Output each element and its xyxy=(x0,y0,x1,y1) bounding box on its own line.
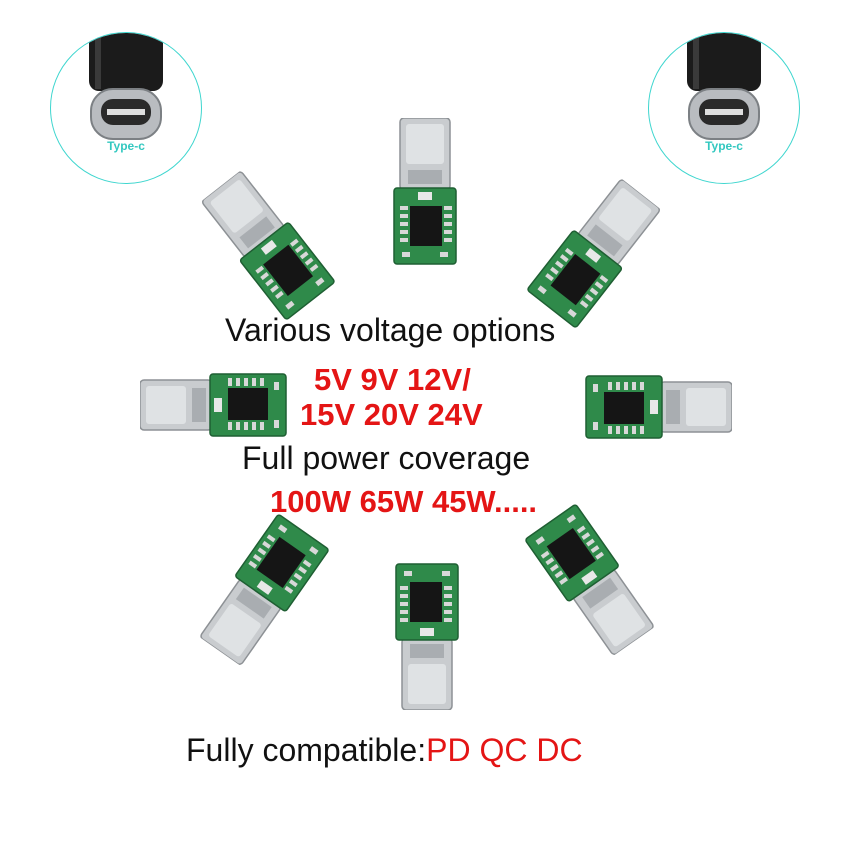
usb-c-trigger-module xyxy=(521,172,669,333)
power-heading: Full power coverage xyxy=(242,440,531,476)
usb-c-trigger-module xyxy=(390,118,460,268)
type-c-badge-label: Type-c xyxy=(107,139,145,153)
usb-c-trigger-module xyxy=(582,372,732,442)
voltages-line-1: 5V 9V 12V/ xyxy=(314,362,471,397)
usb-c-cable-icon xyxy=(687,33,761,140)
usb-c-cable-icon xyxy=(89,33,163,140)
usb-c-trigger-module xyxy=(519,498,662,661)
type-c-badge-left: Type-c xyxy=(50,32,202,184)
compatible-label: Fully compatible:PD QC DC xyxy=(186,732,583,769)
usb-c-trigger-module xyxy=(193,164,341,325)
voltages-line-2: 15V 20V 24V xyxy=(300,397,483,432)
options-heading: Various voltage options xyxy=(225,312,556,348)
type-c-badge-label: Type-c xyxy=(705,139,743,153)
usb-c-trigger-module xyxy=(392,560,462,710)
wattage-list: 100W 65W 45W..... xyxy=(270,484,538,519)
compatible-text: Fully compatible: xyxy=(186,732,427,768)
usb-c-trigger-module xyxy=(140,370,290,440)
type-c-badge-right: Type-c xyxy=(648,32,800,184)
compatible-protocols: PD QC DC xyxy=(426,732,583,768)
usb-c-trigger-module xyxy=(191,508,334,671)
